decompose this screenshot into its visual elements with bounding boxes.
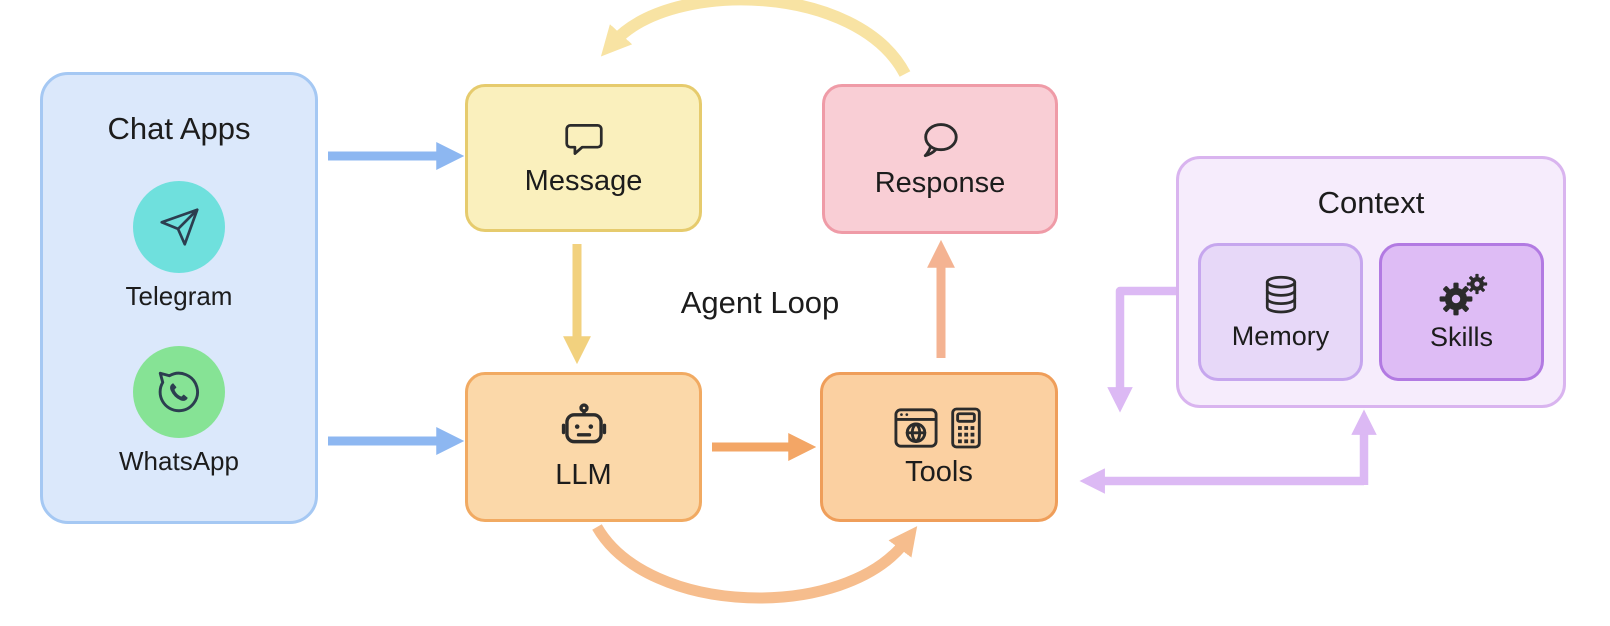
skills-node: Skills [1379,243,1544,381]
browser-icon [894,407,938,448]
llm-node: LLM [465,372,702,522]
speech-bubble-round-icon [923,122,958,157]
skills-label: Skills [1429,321,1493,352]
memory-label: Memory [1231,320,1330,351]
message-node: Message [465,84,702,232]
arrow-context-to-tools-elbow [1107,286,1176,413]
message-label: Message [524,164,643,197]
context-title: Context [1317,185,1425,220]
robot-icon [561,402,606,443]
llm-label: LLM [555,458,612,491]
telegram-label: Telegram [125,281,233,311]
tools-label: Tools [905,455,973,488]
agent-loop-title: Agent Loop [680,285,840,320]
context-row: Memory [1198,243,1544,381]
database-icon [1265,275,1296,313]
response-node: Response [822,84,1058,234]
calculator-icon [951,407,981,448]
speech-bubble-square-icon [564,123,603,155]
context-node: Context Memory [1176,156,1566,408]
chat-apps-title: Chat Apps [107,111,251,146]
whatsapp-label: WhatsApp [119,446,239,476]
chat-apps-node: Chat Apps Telegram WhatsApp [40,72,318,524]
arrow-llm-to-tools-curve [592,524,918,604]
telegram-icon [133,181,225,273]
memory-node: Memory [1198,243,1363,381]
gears-icon [1439,273,1487,315]
tools-node: Tools [820,372,1058,522]
browser-calculator-icon [893,406,985,450]
arrow-response-to-message-curve [600,0,911,77]
whatsapp-icon [133,346,225,438]
response-label: Response [874,166,1006,199]
